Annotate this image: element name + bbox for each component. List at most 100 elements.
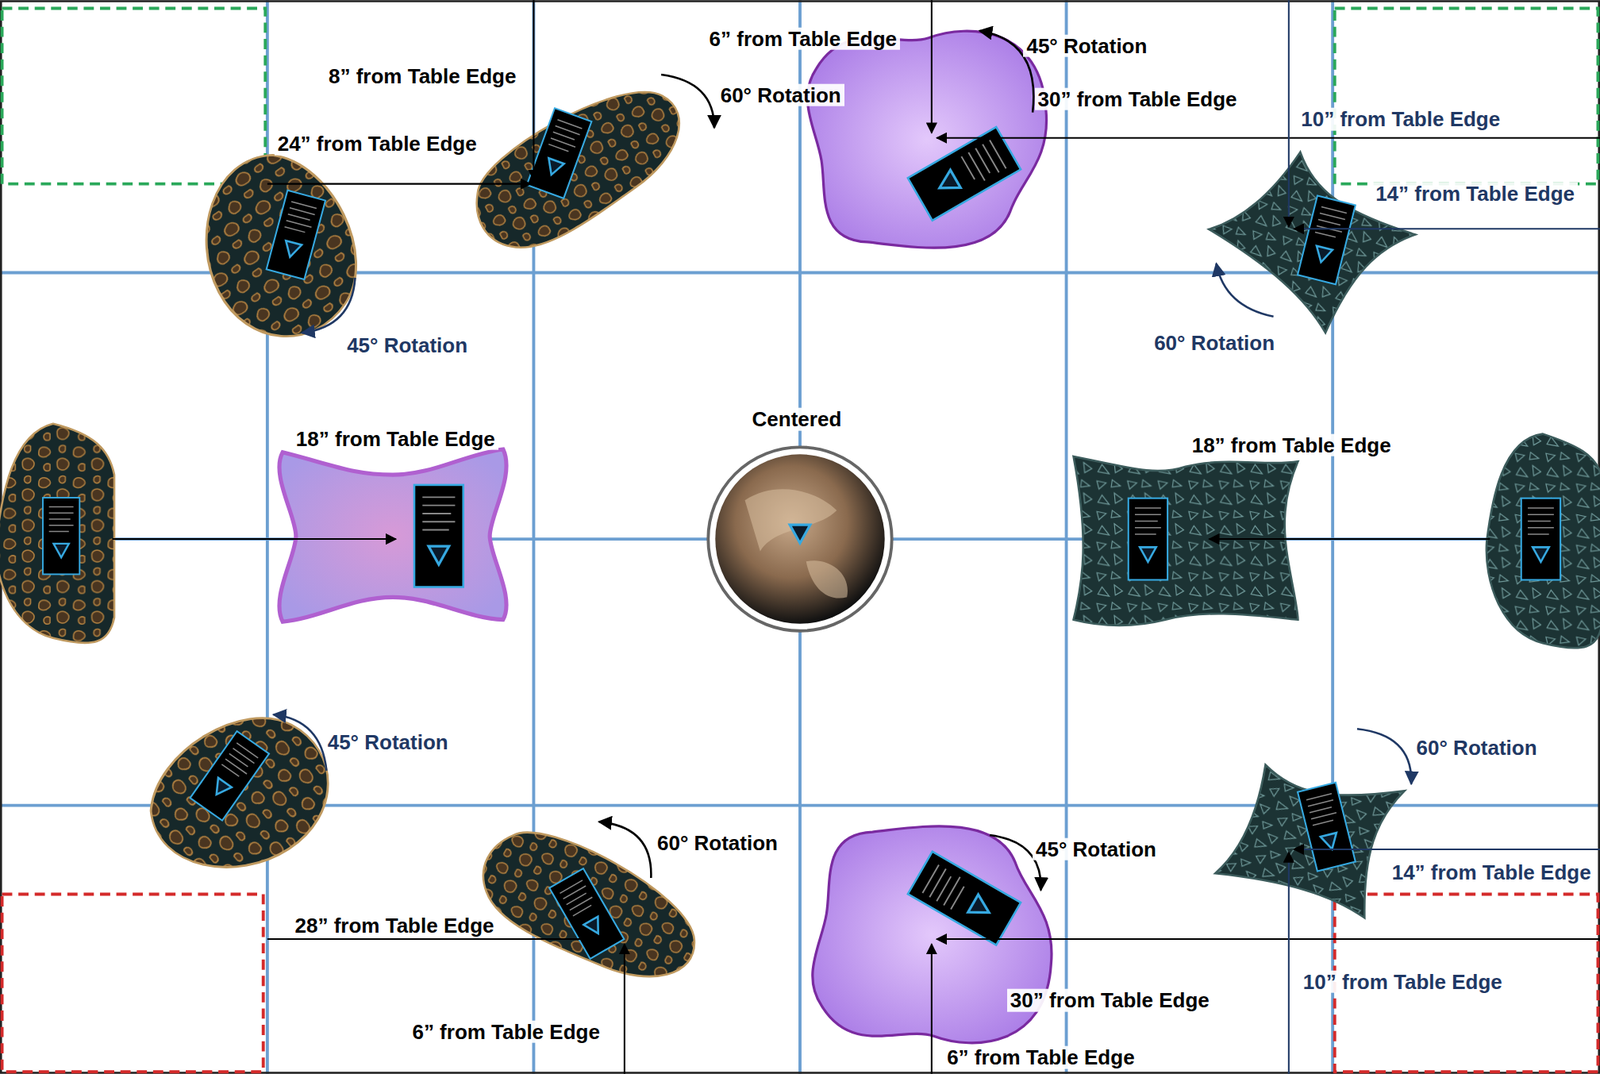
map-path [599, 821, 652, 878]
map-g [414, 484, 464, 588]
map-path [0, 423, 115, 643]
map-use [1521, 498, 1561, 581]
rotation-arrows [273, 30, 1412, 891]
planet [707, 446, 892, 631]
map-path [1288, 852, 1290, 1074]
map-use [807, 30, 1047, 248]
map-path [267, 938, 621, 940]
map-use [1194, 138, 1426, 346]
map-use [1297, 782, 1356, 872]
map-g [549, 868, 624, 959]
dimension-label: 14” from Table Edge [1372, 182, 1578, 206]
debris-fields [1073, 138, 1600, 953]
deployment-zones [2, 8, 1599, 1073]
map-use [266, 190, 326, 280]
map-path [623, 944, 626, 1074]
map-path [111, 538, 396, 540]
map-g [126, 684, 356, 909]
dimension-label: 28” from Table Edge [292, 914, 498, 938]
dimension-label: 30” from Table Edge [1034, 87, 1241, 111]
map-use [1128, 498, 1168, 581]
rotation-label: 45° Rotation [1023, 34, 1150, 58]
map-path [1293, 848, 1600, 850]
map-use [190, 730, 270, 821]
rotation-label: 45° Rotation [343, 333, 471, 357]
dimension-label: 18” from Table Edge [1188, 433, 1395, 457]
map-g [526, 107, 593, 199]
map-path [532, 0, 535, 180]
map-path [661, 74, 715, 128]
map-path [279, 449, 507, 622]
map-rect [2, 8, 266, 185]
dimension-label: 24” from Table Edge [274, 132, 481, 156]
map-path [1209, 538, 1491, 540]
map-path [936, 938, 1600, 940]
map-g [907, 126, 1021, 221]
map-rect [1334, 8, 1599, 185]
map-rect [2, 894, 264, 1073]
map-use [126, 684, 356, 909]
map-circle [715, 453, 885, 624]
map-path [302, 277, 356, 333]
map-g [1297, 195, 1356, 285]
map-g [1194, 138, 1426, 346]
rotation-label: 60° Rotation [653, 831, 781, 855]
map-path [273, 714, 327, 771]
map-g [1128, 498, 1168, 581]
dimension-label: 10” from Table Edge [1300, 970, 1506, 994]
map-use [526, 107, 593, 199]
map-path [1486, 434, 1600, 649]
map-path [930, 0, 933, 133]
dimension-label: 8” from Table Edge [325, 65, 520, 89]
map-circle [707, 446, 892, 631]
map-g [1191, 731, 1434, 953]
map-path [1293, 227, 1600, 230]
map-path [930, 944, 933, 1074]
map-g [907, 851, 1021, 946]
map-use [1191, 731, 1434, 953]
dimension-label: 30” from Table Edge [1007, 988, 1213, 1012]
map-path [936, 137, 1600, 139]
map-g [455, 69, 704, 266]
map-path [1216, 263, 1274, 317]
dimension-label: 6” from Table Edge [706, 27, 900, 51]
dimension-label: 18” from Table Edge [292, 427, 499, 451]
position-label: Centered [749, 407, 846, 431]
dimension-label: 6” from Table Edge [408, 1020, 603, 1044]
dimension-label: 6” from Table Edge [943, 1046, 1138, 1070]
map-use [455, 69, 704, 266]
dimension-label: 10” from Table Edge [1297, 107, 1504, 131]
gas-clouds [279, 30, 1052, 1043]
rotation-label: 60° Rotation [1150, 331, 1278, 355]
map-g [1297, 782, 1356, 872]
map-g [190, 730, 270, 821]
dimension-label: 14” from Table Edge [1388, 861, 1595, 885]
rotation-label: 45° Rotation [324, 730, 452, 754]
map-g [266, 190, 326, 280]
rotation-label: 60° Rotation [717, 83, 845, 107]
map-use [907, 851, 1021, 946]
map-path [745, 488, 848, 598]
map-path [1073, 456, 1299, 626]
leader-lines [111, 0, 1600, 1074]
map-g [165, 132, 391, 365]
map-use [907, 126, 1021, 221]
rotation-label: 60° Rotation [1413, 736, 1541, 760]
terrain-cards [42, 107, 1561, 959]
map-use [549, 868, 624, 959]
map-g [807, 30, 1047, 248]
map-use [165, 132, 391, 365]
rotation-label: 45° Rotation [1032, 837, 1160, 861]
map-path [1357, 728, 1412, 784]
map-path [1288, 0, 1290, 227]
map-use [1297, 195, 1356, 285]
map-use [42, 497, 80, 574]
asteroid-fields [0, 69, 713, 1009]
map-path [789, 524, 811, 543]
